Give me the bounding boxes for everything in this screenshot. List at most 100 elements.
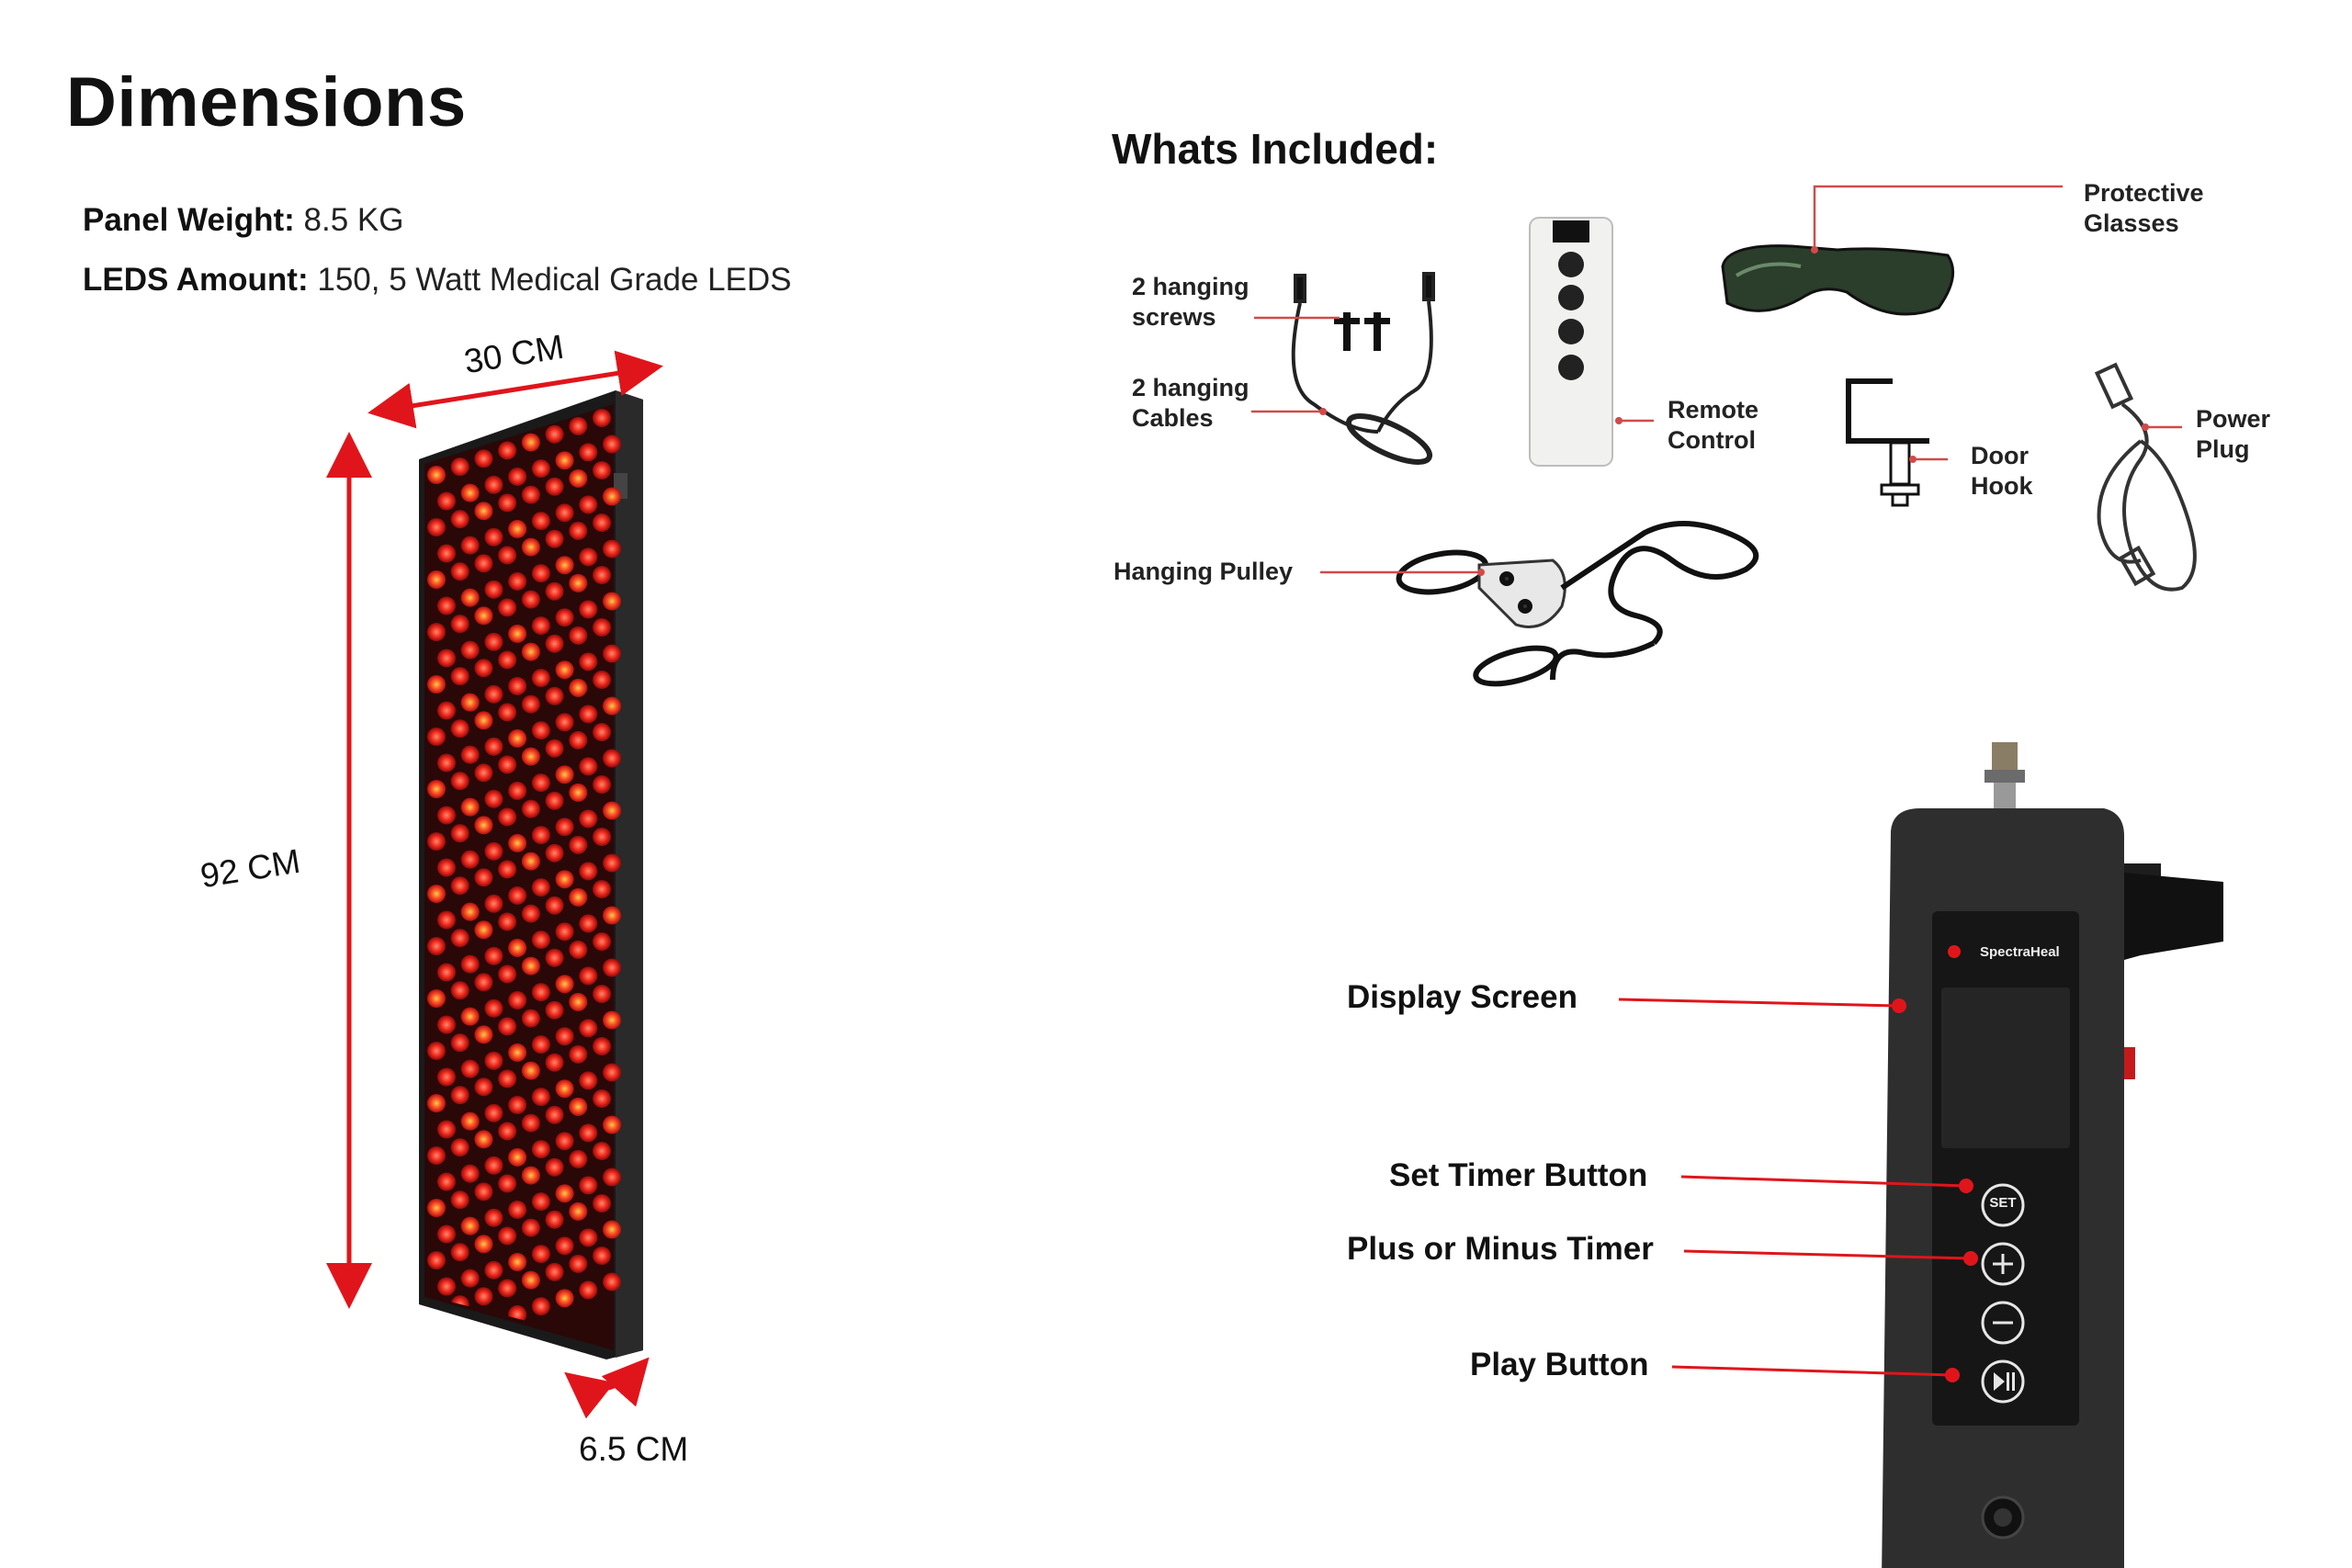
led-bulb	[474, 502, 493, 521]
led-bulb	[521, 956, 540, 976]
led-bulb	[460, 483, 480, 502]
led-bulb	[545, 1210, 564, 1229]
led-bulb	[593, 775, 611, 794]
led-bulb	[593, 932, 611, 951]
led-bulb	[531, 721, 550, 740]
led-bulb	[603, 1115, 621, 1134]
panel-weight: Panel Weight: 8.5 KG	[83, 202, 403, 239]
led-bulb	[521, 485, 540, 504]
led-bulb	[474, 1025, 493, 1044]
led-bulb	[593, 985, 611, 1003]
led-bulb	[437, 649, 456, 668]
led-bulb	[484, 684, 503, 704]
led-bulb	[460, 536, 480, 555]
led-bulb	[545, 477, 564, 496]
led-bulb	[531, 1297, 550, 1316]
led-bulb	[460, 1164, 480, 1183]
led-bulb	[484, 1103, 503, 1122]
led-bulb	[545, 581, 564, 601]
led-bulb	[437, 806, 456, 825]
led-bulb	[521, 590, 540, 609]
led-bulb	[508, 1043, 527, 1062]
door-hook-label: Door Hook	[1971, 442, 2033, 500]
led-bulb	[474, 659, 493, 678]
led-bulb	[474, 1182, 493, 1201]
led-bulb	[531, 512, 550, 531]
led-bulb	[508, 571, 527, 591]
led-bulb	[450, 667, 469, 686]
led-bulb	[579, 1228, 598, 1247]
set-button-label: SET	[1989, 1195, 2017, 1211]
led-bulb	[531, 1245, 550, 1264]
led-bulb	[437, 1120, 456, 1139]
led-bulb	[498, 755, 517, 774]
led-bulb	[450, 929, 469, 948]
led-bulb	[521, 433, 540, 452]
led-bulb	[450, 876, 469, 896]
led-bulb	[474, 1287, 493, 1306]
led-bulb	[521, 1166, 540, 1185]
led-bulb	[545, 843, 564, 863]
led-bulb	[521, 852, 540, 871]
hanging-pulley-image	[1396, 521, 1759, 687]
led-bulb	[593, 618, 611, 637]
led-bulb	[460, 954, 480, 974]
led-bulb	[555, 608, 574, 627]
hanging-screws-image	[1334, 312, 1390, 351]
led-bulb	[555, 1236, 574, 1256]
led-bulb	[450, 824, 469, 843]
led-bulb	[508, 624, 527, 643]
led-bulb	[579, 966, 598, 986]
led-bulb	[437, 1224, 456, 1244]
led-bulb	[603, 853, 621, 873]
led-bulb	[579, 809, 598, 829]
led-bulb	[474, 554, 493, 573]
led-bulb	[460, 693, 480, 712]
led-bulb	[508, 781, 527, 800]
led-bulb	[474, 1130, 493, 1149]
led-bulb	[508, 1147, 527, 1167]
led-bulb	[474, 606, 493, 626]
led-bulb	[531, 1192, 550, 1212]
led-bulb	[460, 588, 480, 607]
led-bulb	[484, 1260, 503, 1280]
set-timer-button[interactable]	[1981, 1183, 2025, 1227]
led-bulb	[569, 992, 588, 1011]
led-bulb	[521, 1270, 540, 1290]
led-bulb	[427, 570, 446, 589]
panel-weight-label: Panel Weight:	[83, 202, 295, 238]
led-bulb	[603, 644, 621, 663]
led-bulb	[579, 1123, 598, 1143]
led-bulb	[603, 539, 621, 558]
led-bulb	[545, 529, 564, 548]
led-bulb	[508, 833, 527, 852]
led-bulb	[593, 566, 611, 584]
led-bulb	[579, 600, 598, 619]
led-bulb	[427, 1251, 446, 1269]
led-bulb	[484, 1156, 503, 1175]
led-bulb	[593, 513, 611, 532]
play-button[interactable]	[1981, 1359, 2025, 1404]
led-bulb	[593, 880, 611, 898]
led-bulb	[427, 885, 446, 903]
led-bulb	[521, 747, 540, 766]
led-bulb	[508, 938, 527, 957]
led-bulb	[484, 894, 503, 913]
led-bulb	[579, 1176, 598, 1195]
led-bulb	[437, 491, 456, 511]
led-bulb	[579, 1280, 598, 1300]
led-bulb	[427, 937, 446, 955]
led-bulb	[498, 1226, 517, 1246]
led-bulb	[498, 598, 517, 617]
led-bulb	[427, 1146, 446, 1165]
led-bulb	[593, 1142, 611, 1160]
led-bulb	[498, 1069, 517, 1089]
led-bulb	[498, 1174, 517, 1193]
led-bulb	[603, 696, 621, 716]
minus-timer-button[interactable]	[1981, 1301, 2025, 1345]
led-bulb	[569, 835, 588, 854]
led-bulb	[508, 990, 527, 1010]
plus-timer-button[interactable]	[1981, 1242, 2025, 1286]
led-bulb	[474, 816, 493, 835]
